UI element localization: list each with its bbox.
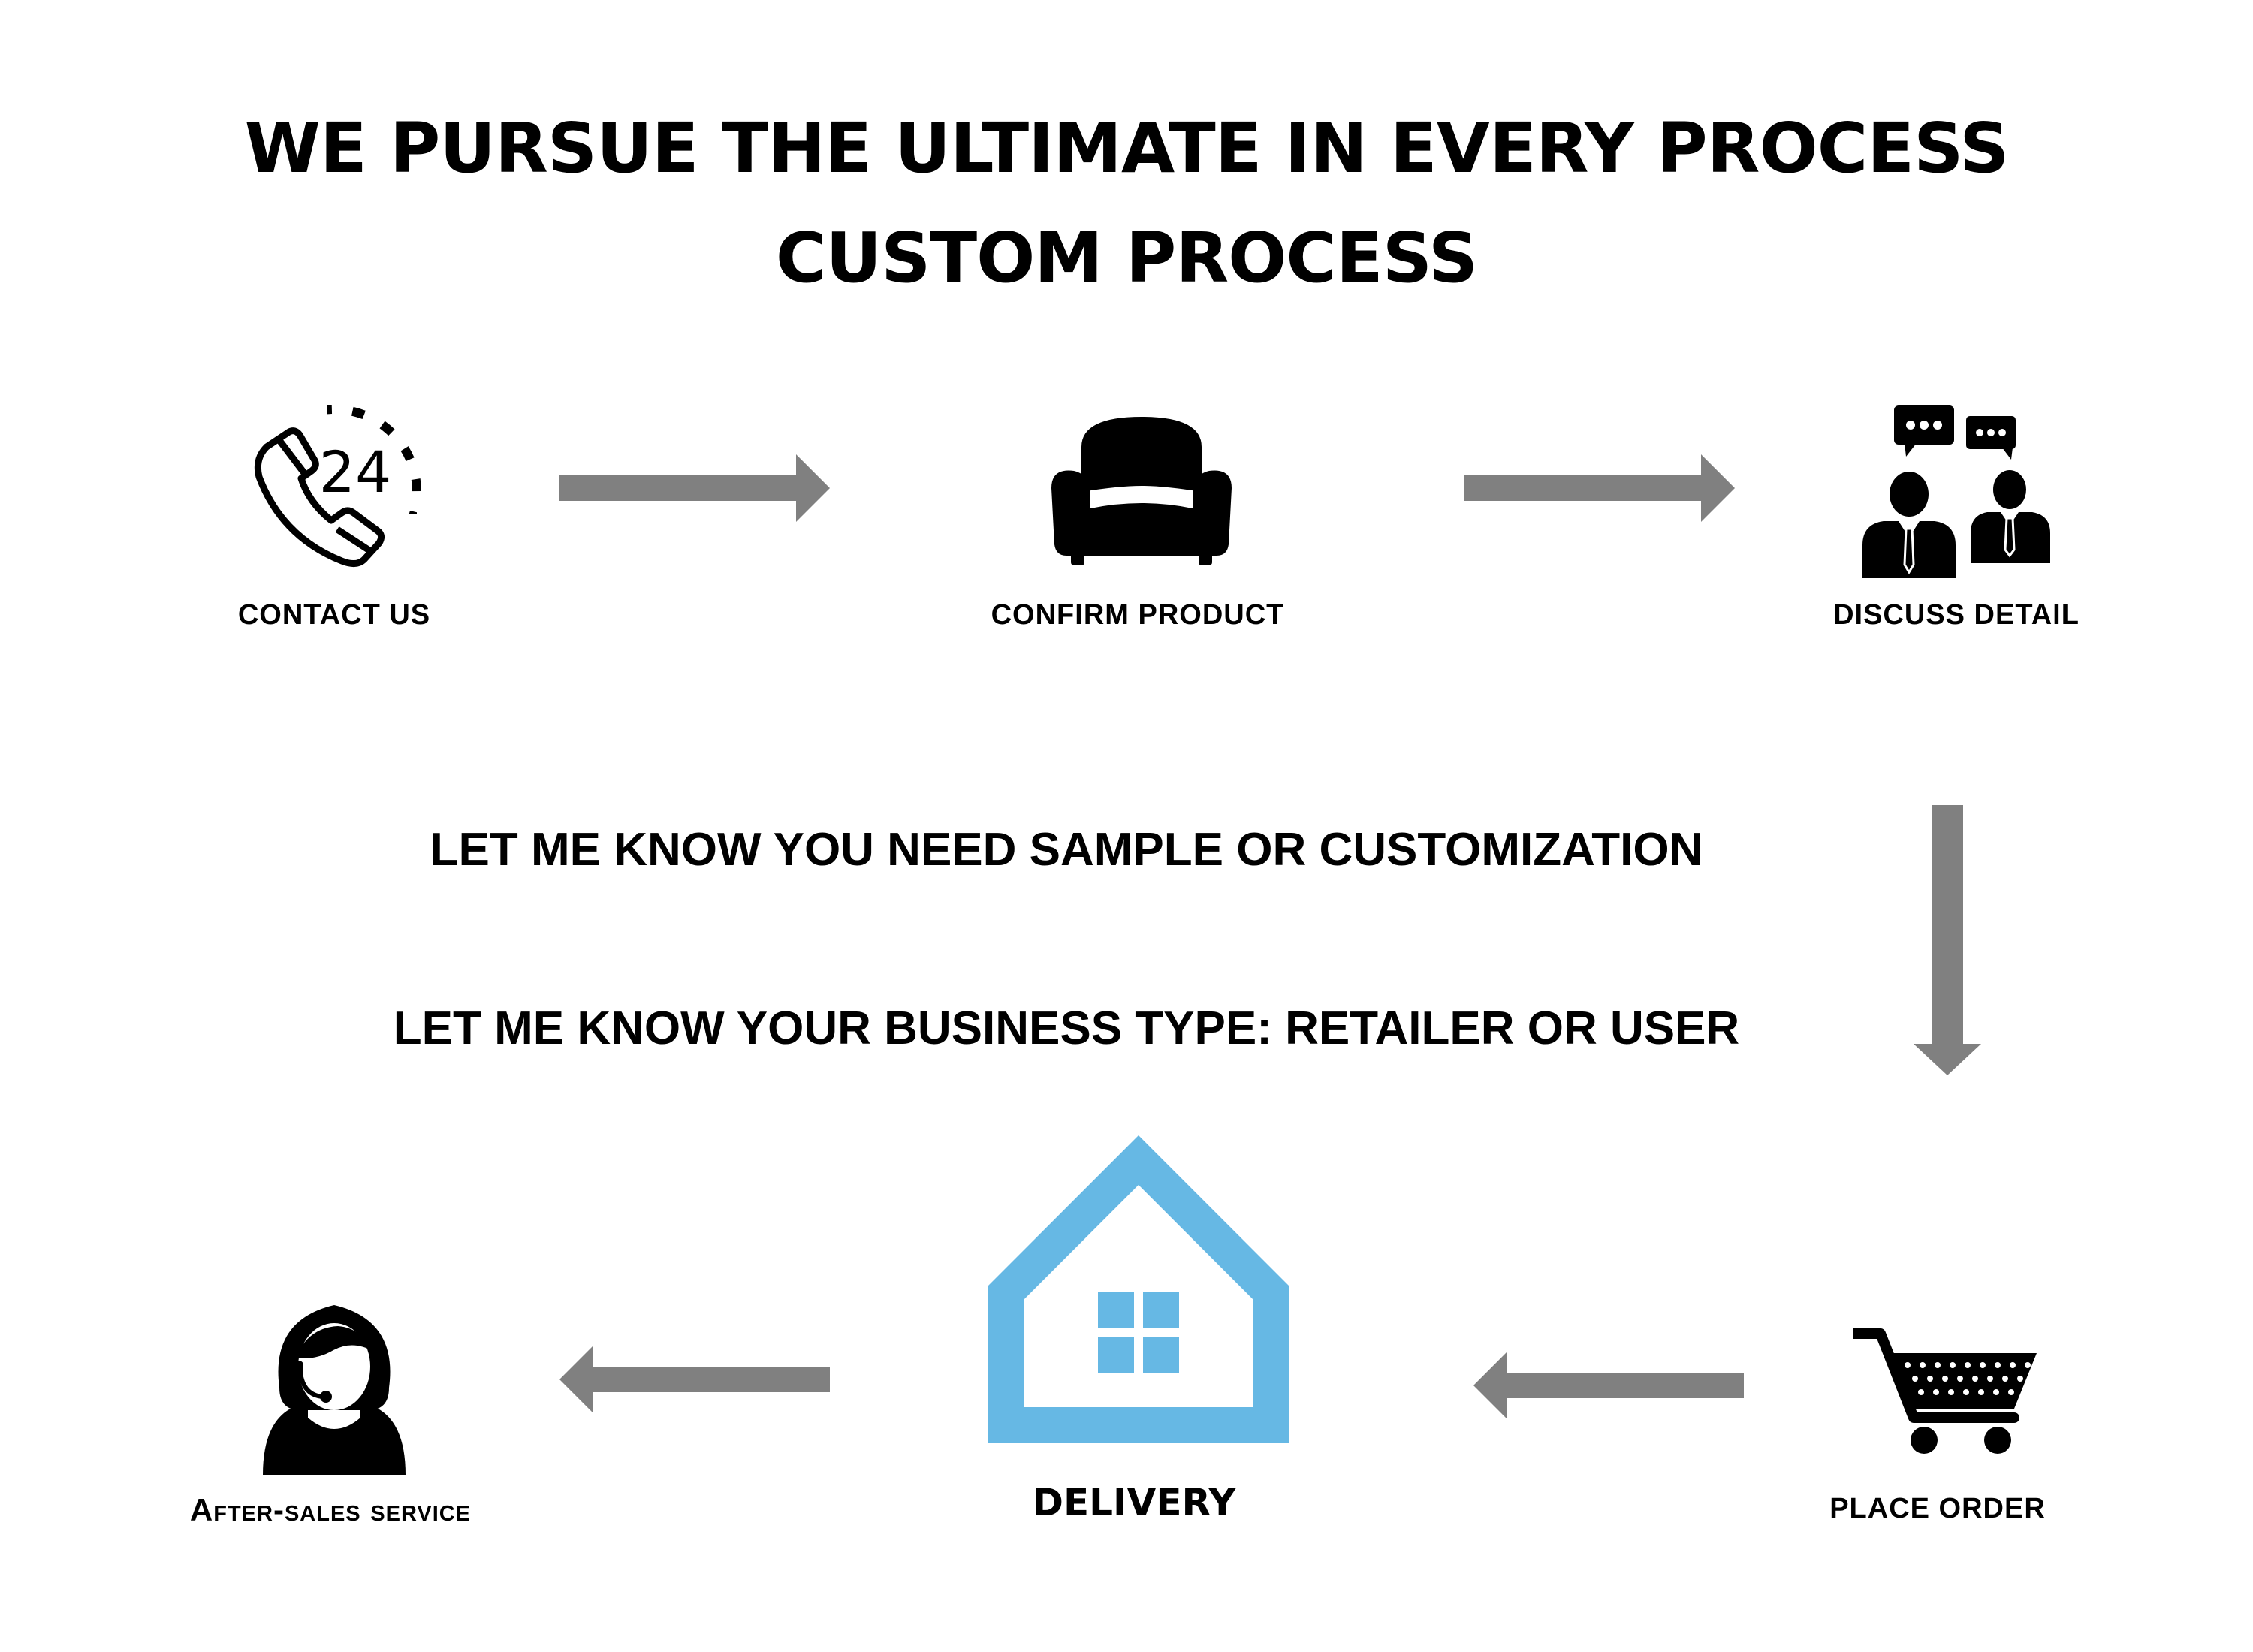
step-label-discuss-detail: DISCUSS DETAIL bbox=[1833, 599, 2080, 631]
step-label-confirm-product: CONFIRM PRODUCT bbox=[991, 599, 1285, 631]
sofa-icon bbox=[1051, 417, 1232, 567]
step-label-contact-us: CONTACT US bbox=[237, 599, 431, 631]
shopping-cart-icon bbox=[1853, 1328, 2041, 1455]
arrow-left-1 bbox=[1473, 1352, 1744, 1419]
arrow-right-2 bbox=[1464, 454, 1735, 522]
note-business-type: LET ME KNOW YOUR BUSINESS TYPE: RETAILER… bbox=[393, 1002, 1740, 1054]
arrow-right-1 bbox=[559, 454, 830, 522]
arrow-left-2 bbox=[559, 1346, 830, 1413]
business-discussion-icon bbox=[1862, 405, 2050, 578]
step-label-after-sales-service: After-sales service bbox=[189, 1492, 472, 1527]
house-icon bbox=[988, 1135, 1289, 1443]
phone-24-icon: 24 bbox=[237, 402, 432, 582]
step-label-delivery: DELIVERY bbox=[1032, 1481, 1236, 1524]
support-agent-icon bbox=[263, 1298, 406, 1478]
page-title: WE PURSUE THE ULTIMATE IN EVERY PROCESS bbox=[244, 108, 2010, 188]
step-label-place-order: PLACE ORDER bbox=[1829, 1493, 2046, 1524]
page-subtitle: CUSTOM PROCESS bbox=[775, 218, 1478, 298]
arrow-down bbox=[1914, 805, 1981, 1075]
svg-text:24: 24 bbox=[319, 439, 392, 505]
note-sample-or-customization: LET ME KNOW YOU NEED SAMPLE OR CUSTOMIZA… bbox=[430, 824, 1703, 876]
